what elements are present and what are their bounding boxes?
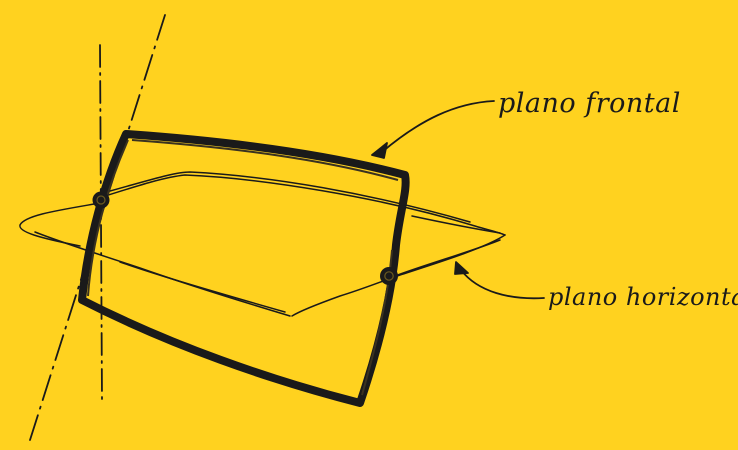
intersection-points — [93, 192, 399, 286]
frontal-leader-line — [382, 101, 494, 152]
horizontal-plane-label: plano horizontal — [548, 283, 738, 311]
intersection-point-left — [93, 192, 110, 209]
horizontal-arrowhead — [455, 262, 468, 274]
horizontal-plane-back-edge-2 — [110, 172, 470, 222]
intersection-point-right — [380, 267, 398, 285]
horizontal-leader-line — [461, 270, 544, 298]
frontal-plane-frame — [82, 134, 406, 403]
frontal-arrowhead — [372, 143, 387, 158]
horizontal-plane-front-edge-2 — [120, 262, 285, 312]
frontal-plane-label: plano frontal — [498, 88, 681, 119]
horizontal-plane-right-edge-2 — [395, 240, 500, 276]
